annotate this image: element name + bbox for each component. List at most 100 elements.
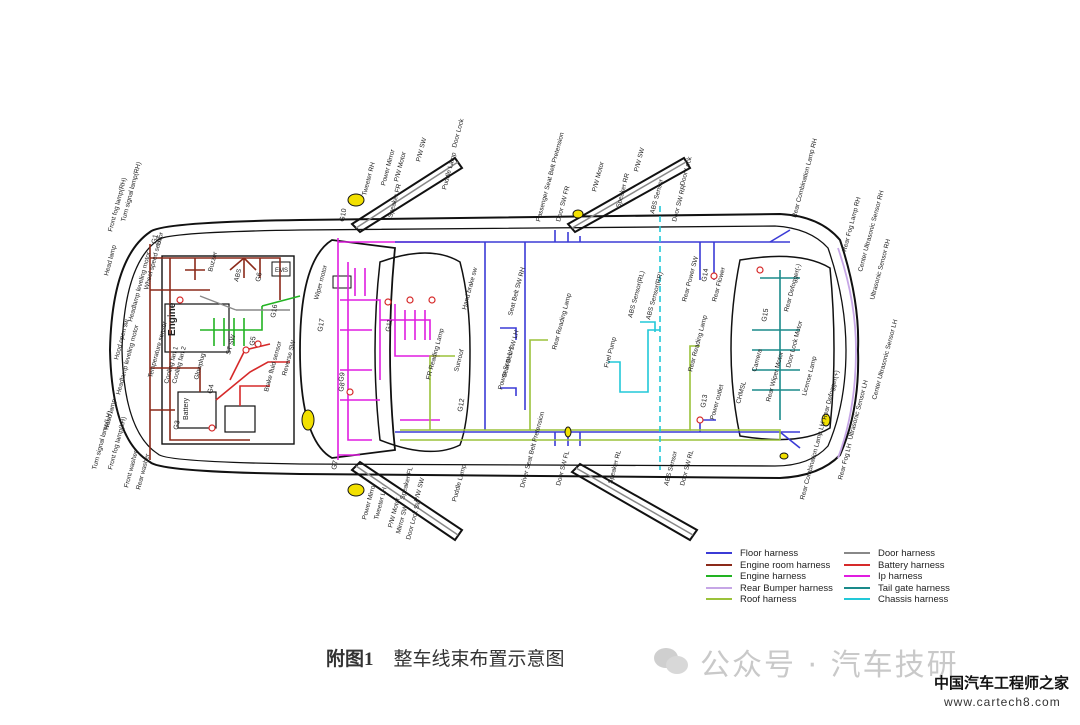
figure-number: 附图1 [326, 649, 374, 670]
roof-harness [400, 339, 781, 441]
connector-label: G9 [338, 372, 347, 383]
legend-label: Engine room harness [740, 559, 831, 571]
legend-item: Engine harness [706, 571, 806, 583]
windshield [299, 239, 396, 459]
car-body-inner [121, 225, 847, 467]
connector-label: G8 [338, 382, 347, 393]
component-label: ABS Sensor(RR) [645, 271, 664, 320]
component-label: Rear Fog Lamp RH [841, 196, 862, 253]
legend-item: Chassis harness [844, 594, 948, 606]
legend-swatch [706, 598, 732, 601]
component-label: Fuel Pump [603, 336, 618, 369]
connector-ring-markers [176, 266, 764, 432]
connector-label: G4 [207, 384, 216, 395]
bcm-box [332, 275, 352, 289]
door-front-right [347, 156, 464, 234]
door-front-left [347, 460, 464, 542]
component-label: License Lamp [801, 355, 818, 396]
battery-box [177, 391, 217, 429]
legend-label: Roof harness [740, 594, 797, 605]
watermark-site-url: www.cartech8.com [944, 695, 1061, 709]
component-label: Brake fluid sensor [263, 340, 283, 393]
legend-swatch [844, 575, 870, 578]
legend-swatch [706, 586, 732, 589]
component-label: Buzzer [207, 250, 219, 272]
rear-bumper-harness [837, 247, 857, 459]
component-label: Power outlet [709, 384, 725, 421]
connector-label: G12 [457, 398, 466, 412]
engine-label: Engine [167, 302, 178, 336]
watermark-site-name: 中国汽车工程师之家 [934, 674, 1070, 692]
connector-label: G14 [701, 268, 710, 282]
legend-label: Battery harness [878, 559, 945, 571]
component-label: P/W SW [633, 146, 646, 172]
component-label: Door SW FL [555, 450, 571, 487]
wechat-icon [654, 648, 688, 674]
connector-label: G13 [700, 394, 709, 408]
legend-item: Engine room harness [706, 560, 830, 572]
component-label: ABS Sensor [663, 450, 679, 487]
engine-block [164, 303, 230, 353]
legend-item: Floor harness [706, 548, 798, 560]
rear-window [730, 255, 835, 441]
legend-label: Door harness [878, 548, 936, 559]
component-label: FR Reading Lamp [425, 327, 446, 380]
component-label: Rear Reading Lamp [551, 292, 573, 350]
legend-label: Ip harness [878, 571, 923, 582]
component-label: Door Lock Motor [785, 319, 804, 368]
battery-label: Battery [183, 397, 190, 420]
connector-label: G11 [385, 319, 394, 333]
legend-swatch [844, 552, 870, 555]
component-label: Door Lock [451, 117, 466, 148]
connector-label: G3 [173, 420, 182, 431]
component-label: Center Ultrasonic Sensor LH [871, 319, 899, 401]
component-label: Speaker RL [607, 449, 623, 484]
watermark-brand: 公众号 · 汽车技研 [700, 648, 959, 683]
connector-label: G15 [761, 308, 770, 322]
engine-harness [200, 295, 301, 346]
legend-label: Chassis harness [878, 594, 949, 605]
component-label: ABS Sensor(RL) [627, 270, 646, 318]
connector-label: G10 [339, 208, 348, 222]
component-label: Door SW RR [671, 184, 688, 222]
component-label: Puddle Lamp [451, 463, 468, 502]
legend-item: Tail gate harness [844, 583, 950, 595]
ecu-label: EMS [275, 268, 288, 274]
component-label: Reverse SW [281, 339, 297, 377]
component-label: ABS Sensor [649, 178, 665, 215]
legend-label: Floor harness [740, 548, 799, 559]
connector-label: G2 [155, 236, 164, 247]
chassis-harness [608, 206, 661, 470]
legend-item: Roof harness [706, 594, 797, 606]
door-rear-left [570, 462, 699, 542]
component-label: P/W Motor [393, 150, 408, 182]
connector-label: G17 [317, 318, 326, 332]
component-label: Speaker FL [399, 466, 415, 501]
component-label: ST SW [225, 333, 237, 355]
connector-label: G7 [331, 460, 340, 471]
component-label: Ultrasonic Sensor RH [869, 238, 892, 300]
component-label: Seat Belt SW RH [507, 266, 527, 316]
legend-item: Battery harness [844, 560, 945, 572]
component-label: Door Lock SW [405, 497, 423, 540]
component-label: P/W Motor [591, 160, 606, 192]
component-label: ABS [233, 268, 243, 283]
component-label: Door SW RL [679, 449, 695, 486]
component-label: Sunroof [453, 349, 466, 373]
component-label: Tweeter RH [361, 161, 377, 196]
connector-label: G5 [249, 336, 258, 347]
legend-label: Rear Bumper harness [740, 582, 833, 594]
component-label: Wiper motor [313, 264, 329, 301]
legend-item: Rear Bumper harness [706, 583, 833, 595]
legend-swatch [706, 563, 732, 566]
component-label: P/W SW [413, 476, 426, 502]
legend-swatch [844, 563, 870, 566]
legend-swatch [706, 575, 732, 578]
cabin-interior [374, 252, 471, 453]
connector-label: G16 [270, 304, 279, 318]
legend-swatch [706, 552, 732, 555]
